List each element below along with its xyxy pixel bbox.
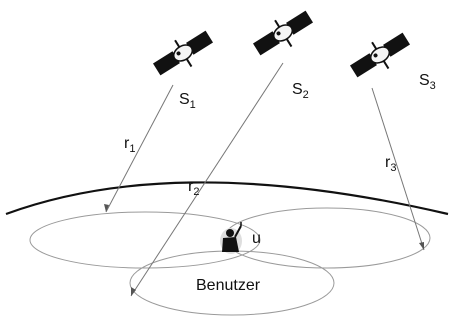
satellite-letter: S [419, 72, 430, 89]
satellite-subscript: 2 [303, 89, 309, 101]
user-label: u [252, 230, 261, 247]
satellite-icon [350, 32, 410, 78]
satellite-subscript: 3 [430, 80, 436, 92]
satellite-letter: S [292, 81, 303, 98]
distance-letter: r [124, 135, 130, 152]
earth-horizon-curve [5, 181, 449, 216]
distance-subscript: 3 [390, 162, 396, 174]
satellite-label-s3: S3 [419, 72, 436, 92]
distance-subscript: 2 [193, 186, 199, 198]
distance-line-r3 [371, 87, 425, 251]
distance-letter: r [385, 154, 391, 171]
distance-letter: r [188, 178, 194, 195]
user-caption: Benutzer [196, 277, 261, 294]
arrowhead-r1 [104, 204, 109, 212]
satellite-subscript: 1 [190, 99, 196, 111]
satellite-label-s1: S1 [179, 91, 196, 111]
satellite-letter: S [179, 91, 190, 108]
distance-line-r2 [130, 62, 284, 297]
distance-label-r2: r2 [188, 178, 199, 198]
arrowhead-r2 [131, 287, 136, 296]
distance-subscript: 1 [129, 143, 135, 155]
coverage-ellipse-left [29, 211, 261, 269]
arrowhead-r3 [419, 242, 424, 250]
satellite-icon [153, 30, 213, 76]
distance-label-r1: r1 [124, 135, 135, 155]
user-icon [220, 222, 242, 254]
distance-line-r1 [105, 84, 174, 213]
satellite-icon [253, 10, 313, 56]
satellite-label-s2: S2 [292, 81, 309, 101]
distance-label-r3: r3 [385, 154, 396, 174]
